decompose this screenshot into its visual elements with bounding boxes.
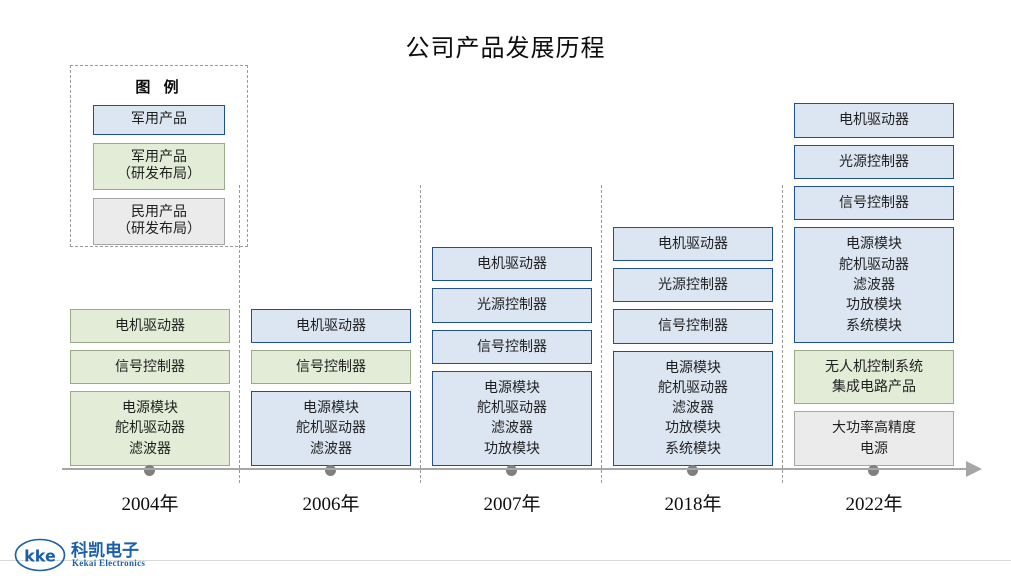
product-box[interactable]: 电源模块舵机驱动器滤波器功放模块	[432, 370, 592, 466]
product-box[interactable]: 光源控制器	[794, 144, 954, 180]
product-box[interactable]: 电机驱动器	[251, 308, 411, 343]
kke-logo-icon: kke	[14, 538, 66, 572]
timeline-year-label: 2007年	[483, 494, 541, 515]
timeline-axis	[62, 468, 970, 470]
product-box[interactable]: 电源模块舵机驱动器滤波器功放模块系统模块	[794, 227, 954, 343]
product-box[interactable]: 电机驱动器	[613, 226, 773, 261]
timeline-column-2022: 电机驱动器光源控制器信号控制器电源模块舵机驱动器滤波器功放模块系统模块无人机控制…	[794, 0, 954, 576]
product-box[interactable]: 电机驱动器	[432, 246, 592, 282]
product-box[interactable]: 大功率高精度电源	[794, 411, 954, 466]
product-box[interactable]: 信号控制器	[70, 349, 230, 385]
page-title: 公司产品发展历程	[405, 34, 606, 62]
column-item-stack: 电机驱动器光源控制器信号控制器电源模块舵机驱动器滤波器功放模块系统模块无人机控制…	[794, 103, 954, 466]
logo-company-en: Kekai Electronics	[72, 558, 146, 568]
timeline-year-label: 2018年	[664, 494, 722, 515]
column-item-stack: 电机驱动器光源控制器信号控制器电源模块舵机驱动器滤波器功放模块系统模块	[613, 226, 773, 466]
timeline-year-label: 2022年	[845, 494, 903, 515]
legend-item-green: 军用产品（研发布局）	[93, 142, 225, 190]
product-box[interactable]: 无人机控制系统集成电路产品	[794, 349, 954, 405]
legend-item-gray: 民用产品（研发布局）	[93, 197, 225, 245]
legend-panel: 图 例 军用产品军用产品（研发布局） 民用产品（研发布局）	[70, 65, 248, 247]
timeline-dot-icon	[325, 465, 336, 476]
footer-divider	[0, 560, 1011, 561]
company-logo: kke 科凯电子 Kekai Electronics	[14, 537, 184, 573]
timeline-dot-icon	[144, 465, 155, 476]
column-item-stack: 电机驱动器信号控制器电源模块舵机驱动器滤波器	[70, 308, 230, 466]
svg-text:kke: kke	[24, 547, 56, 566]
column-separator	[239, 185, 240, 483]
timeline-year-label: 2006年	[302, 494, 360, 515]
product-box[interactable]: 电机驱动器	[794, 103, 954, 138]
product-box[interactable]: 电机驱动器	[70, 308, 230, 343]
logo-company-cn: 科凯电子	[71, 541, 139, 561]
column-item-stack: 电机驱动器信号控制器电源模块舵机驱动器滤波器	[251, 308, 411, 466]
timeline-column-2004: 电机驱动器信号控制器电源模块舵机驱动器滤波器 2004年	[70, 0, 230, 576]
column-separator	[782, 185, 783, 483]
product-box[interactable]: 光源控制器	[613, 267, 773, 303]
legend-item-list: 军用产品军用产品（研发布局） 民用产品（研发布局）	[71, 97, 247, 245]
legend-heading: 图 例	[135, 78, 183, 96]
legend-item-blue: 军用产品	[93, 105, 225, 135]
timeline-dot-icon	[506, 465, 517, 476]
timeline-year-label: 2004年	[121, 494, 179, 515]
product-box[interactable]: 电源模块舵机驱动器滤波器	[70, 391, 230, 466]
timeline-dot-icon	[868, 465, 879, 476]
product-box[interactable]: 电源模块舵机驱动器滤波器	[251, 391, 411, 466]
timeline-column-2006: 电机驱动器信号控制器电源模块舵机驱动器滤波器 2006年	[251, 0, 411, 576]
product-box[interactable]: 电源模块舵机驱动器滤波器功放模块系统模块	[613, 350, 773, 466]
timeline-column-2007: 电机驱动器光源控制器信号控制器电源模块舵机驱动器滤波器功放模块 2007年	[432, 0, 592, 576]
column-separator	[601, 185, 602, 483]
product-box[interactable]: 信号控制器	[432, 329, 592, 364]
product-box[interactable]: 信号控制器	[794, 186, 954, 221]
timeline-arrow-icon	[966, 461, 982, 477]
product-box[interactable]: 信号控制器	[251, 349, 411, 385]
column-item-stack: 电机驱动器光源控制器信号控制器电源模块舵机驱动器滤波器功放模块	[432, 246, 592, 466]
timeline-column-2018: 电机驱动器光源控制器信号控制器电源模块舵机驱动器滤波器功放模块系统模块 2018年	[613, 0, 773, 576]
column-separator	[420, 185, 421, 483]
product-box[interactable]: 光源控制器	[432, 288, 592, 323]
timeline-dot-icon	[687, 465, 698, 476]
product-box[interactable]: 信号控制器	[613, 309, 773, 344]
